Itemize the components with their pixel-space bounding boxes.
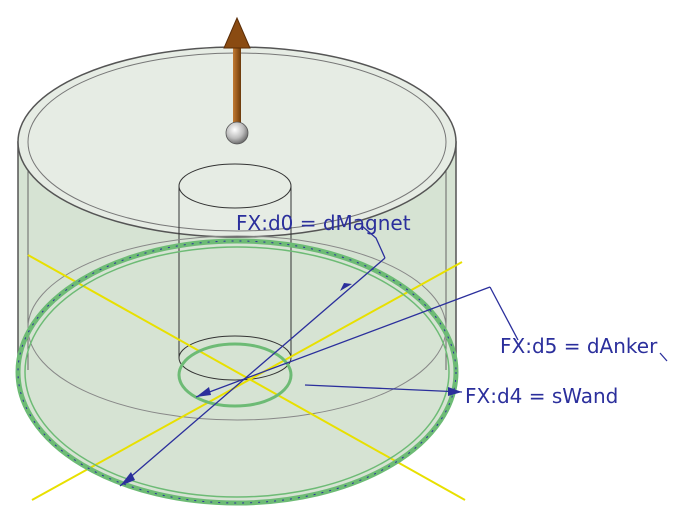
grip-sphere-icon[interactable]	[225, 121, 249, 145]
dimension-label-d0[interactable]: FX:d0 = dMagnet	[236, 211, 411, 235]
dimension-label-d4[interactable]: FX:d4 = sWand	[465, 384, 618, 408]
magnet-cylinder[interactable]	[178, 163, 292, 381]
bottom-outer-circle[interactable]	[15, 238, 459, 506]
direction-arrow-icon[interactable]	[223, 16, 251, 127]
dimension-arrowheads	[120, 283, 462, 486]
magnet-sketch-circle[interactable]	[177, 342, 293, 408]
dimension-label-d5[interactable]: FX:d5 = dAnker	[500, 334, 658, 358]
dimension-lines	[119, 225, 668, 487]
